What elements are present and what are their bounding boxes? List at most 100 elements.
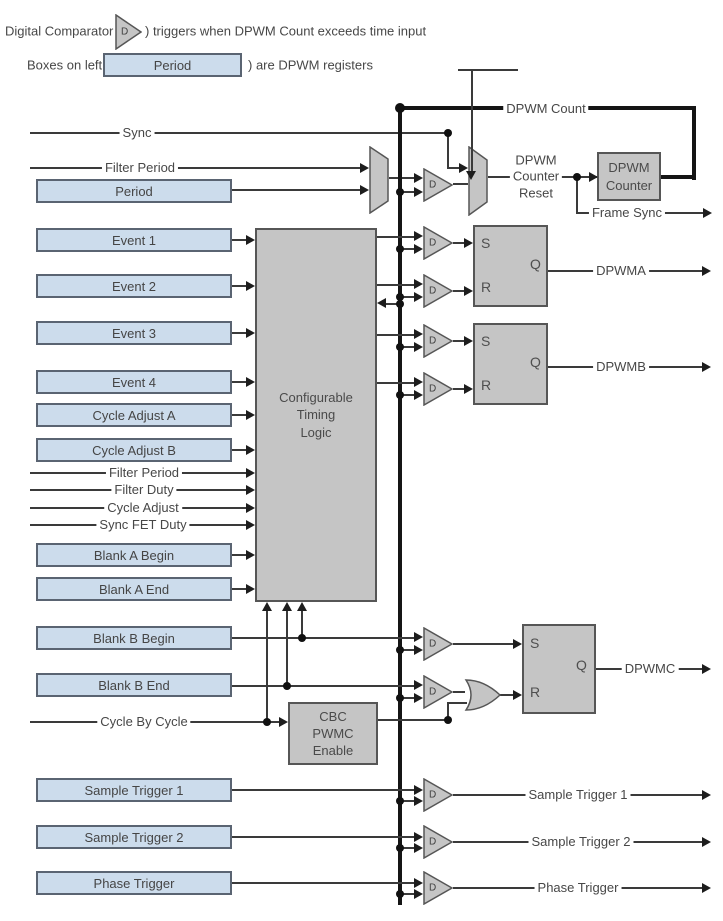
digital-comparator-counter: D [423, 168, 453, 202]
wire [232, 189, 361, 191]
wire [30, 132, 448, 134]
signal-label-filter-period-2: Filter Period [105, 465, 183, 481]
block-label: Logic [300, 424, 332, 440]
wire [400, 248, 415, 250]
annotation-comparator-icon: D [115, 14, 142, 50]
wire [266, 611, 268, 722]
register-label: Phase Trigger [93, 875, 175, 891]
signal-label-cycle-by-cycle: Cycle By Cycle [97, 714, 191, 730]
wire [400, 191, 415, 193]
arrowhead [702, 362, 711, 372]
register-label: Blank B Begin [93, 630, 175, 646]
arrowhead [414, 329, 423, 339]
sr-latch-dpwmc: S R Q [522, 624, 596, 714]
wire [447, 132, 449, 169]
arrowhead [459, 163, 468, 173]
wire [286, 611, 288, 687]
wire [232, 414, 248, 416]
block-label: Counter [605, 177, 653, 193]
register-label: Event 4 [111, 374, 157, 390]
register-label: Blank B End [98, 677, 170, 693]
comparator-d-label: D [429, 335, 437, 347]
register-blank-a-begin: Blank A Begin [36, 543, 232, 567]
register-label: Event 3 [111, 325, 157, 341]
block-label: CBC [319, 708, 347, 724]
junction-dot [396, 343, 404, 351]
junction-dot [444, 129, 452, 137]
latch-q-label: Q [530, 354, 541, 370]
block-label: PWMC [312, 725, 354, 741]
register-cycle-adjust-a: Cycle Adjust A [36, 403, 232, 427]
arrowhead [246, 281, 255, 291]
junction-dot [396, 844, 404, 852]
arrowhead [702, 883, 711, 893]
annotation-comparator-suffix: ) triggers when DPWM Count exceeds time … [145, 23, 427, 39]
arrowhead [414, 279, 423, 289]
register-label: Blank A Begin [93, 547, 175, 563]
wire [232, 789, 415, 791]
arrowhead [414, 645, 423, 655]
comparator-d-label: D [429, 383, 437, 395]
annotation-register-icon: Period [103, 53, 242, 77]
junction-dot [396, 797, 404, 805]
wire [400, 394, 415, 396]
register-event-1: Event 1 [36, 228, 232, 252]
digital-comparator-dpwmb-reset: D [423, 372, 453, 406]
wire [377, 236, 415, 238]
annotation-register-suffix: ) are DPWM registers [248, 57, 373, 73]
output-label-dpwmc: DPWMC [621, 661, 679, 677]
cbc-pwmc-enable-block: CBC PWMC Enable [288, 702, 378, 765]
junction-dot [298, 634, 306, 642]
dpwm-count-wire [661, 175, 694, 179]
register-phase-trigger: Phase Trigger [36, 871, 232, 895]
wire [232, 332, 248, 334]
sr-latch-dpwmb: S R Q [473, 323, 548, 405]
register-cycle-adjust-b: Cycle Adjust B [36, 438, 232, 462]
register-label: Sample Trigger 2 [84, 829, 184, 845]
label-line: Reset [519, 185, 553, 201]
register-event-2: Event 2 [36, 274, 232, 298]
junction-dot [283, 682, 291, 690]
digital-comparator-phase-trigger: D [423, 871, 453, 905]
arrowhead [702, 266, 711, 276]
arrowhead [282, 602, 292, 611]
comparator-d-label: D [429, 882, 437, 894]
arrowhead [414, 342, 423, 352]
arrowhead [246, 468, 255, 478]
latch-q-label: Q [576, 657, 587, 673]
wire [377, 284, 415, 286]
arrowhead [246, 235, 255, 245]
wire [400, 847, 415, 849]
register-blank-a-end: Blank A End [36, 577, 232, 601]
register-period: Period [36, 179, 232, 203]
label-line: Counter [512, 168, 560, 184]
wire [400, 893, 415, 895]
junction-dot [396, 694, 404, 702]
arrowhead [414, 878, 423, 888]
wire [232, 882, 415, 884]
arrowhead [414, 231, 423, 241]
junction-dot [396, 300, 404, 308]
digital-comparator-dpwmc-reset: D [423, 675, 453, 709]
wire [389, 177, 415, 179]
arrowhead [414, 244, 423, 254]
arrowhead [246, 445, 255, 455]
wire [447, 167, 461, 169]
arrowhead [513, 639, 522, 649]
arrowhead [262, 602, 272, 611]
block-label: Configurable [279, 390, 353, 406]
wire [453, 290, 465, 292]
comparator-d-label: D [429, 638, 437, 650]
comparator-d-label: D [429, 836, 437, 848]
register-event-4: Event 4 [36, 370, 232, 394]
sr-latch-dpwma: S R Q [473, 225, 548, 307]
arrowhead [246, 503, 255, 513]
arrowhead [279, 717, 288, 727]
wire [447, 702, 467, 704]
wire [576, 176, 578, 214]
register-blank-b-end: Blank B End [36, 673, 232, 697]
wire [30, 167, 361, 169]
register-label: Cycle Adjust A [92, 407, 176, 423]
dpwm-counter-block: DPWM Counter [597, 152, 661, 201]
wire [400, 800, 415, 802]
